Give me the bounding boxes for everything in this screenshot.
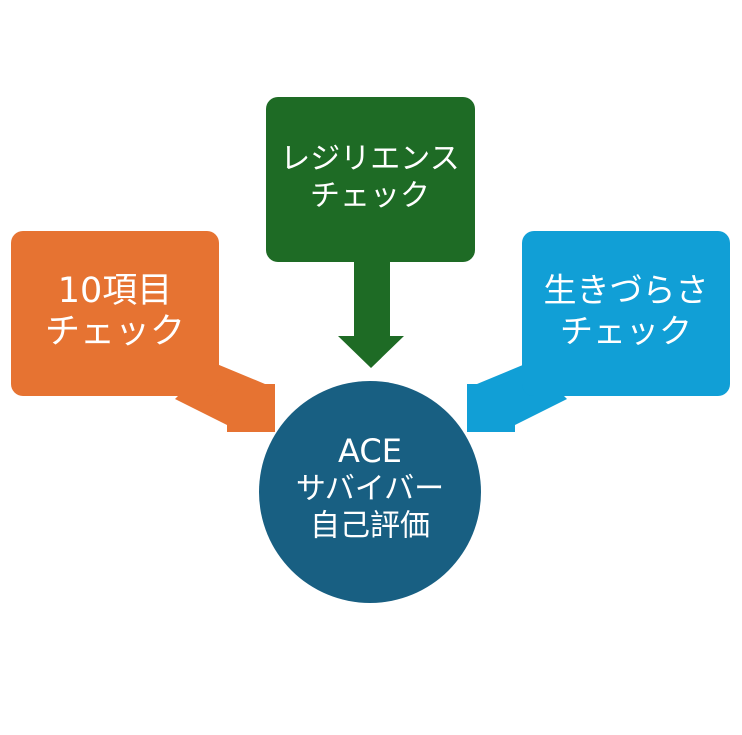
- left-box-label-line-1: 10項目: [58, 271, 173, 311]
- center-label-line-1: ACE: [338, 432, 402, 470]
- center-label-line-3: 自己評価: [310, 509, 430, 544]
- left-box-label-line-2: チェック: [45, 312, 185, 352]
- box-resilience-check: [266, 97, 475, 262]
- center-circle-ace-survivor: [259, 381, 481, 603]
- top-box-label-line-1: レジリエンス: [280, 142, 459, 177]
- box-10-item-check: [11, 231, 219, 396]
- center-label-line-2: サバイバー: [296, 472, 444, 507]
- top-box-label-line-2: チェック: [310, 179, 430, 214]
- arrow-top-to-center: [338, 262, 404, 368]
- box-ikizurasa-check: [522, 231, 730, 396]
- right-box-label-line-1: 生きづらさ: [544, 271, 709, 310]
- right-box-label-line-2: チェック: [560, 312, 692, 351]
